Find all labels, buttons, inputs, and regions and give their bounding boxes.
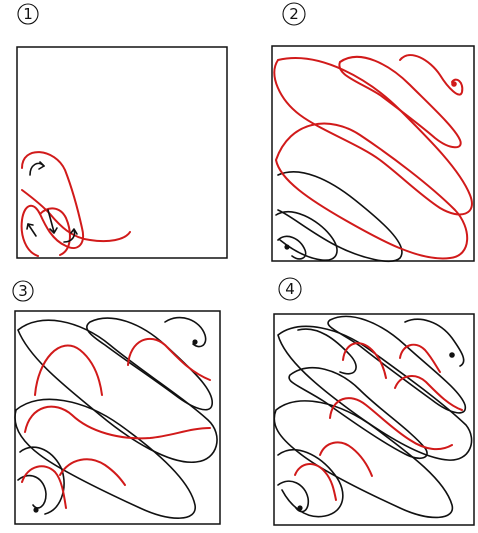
curved-arrow-icon	[30, 163, 44, 175]
step-4-square	[274, 314, 474, 525]
step-1-number: 1	[23, 5, 33, 23]
step-2-red-strokes	[274, 55, 472, 258]
step-2-square	[272, 46, 474, 261]
step-3-red-strokes	[22, 339, 210, 508]
step-4-number: 4	[285, 280, 295, 298]
step-4-red-strokes	[295, 343, 462, 500]
step-3-label: 3	[13, 281, 33, 301]
panel-step-2: 2	[272, 3, 474, 261]
step-4-black-strokes	[274, 316, 471, 517]
step-3-number: 3	[18, 282, 28, 300]
panel-step-3: 3	[13, 281, 220, 524]
step-1-red-strokes	[22, 152, 130, 256]
step-4-label: 4	[279, 278, 301, 300]
step-2-number: 2	[289, 5, 299, 23]
panel-step-4: 4	[274, 278, 474, 525]
step-1-label: 1	[18, 4, 38, 24]
step-2-label: 2	[283, 3, 305, 25]
step-3-black-strokes	[15, 318, 217, 519]
up-arrow-icon	[28, 224, 36, 236]
step-1-square	[17, 47, 227, 258]
panel-step-1: 1	[17, 4, 227, 258]
down-arrow-icon	[48, 210, 54, 232]
